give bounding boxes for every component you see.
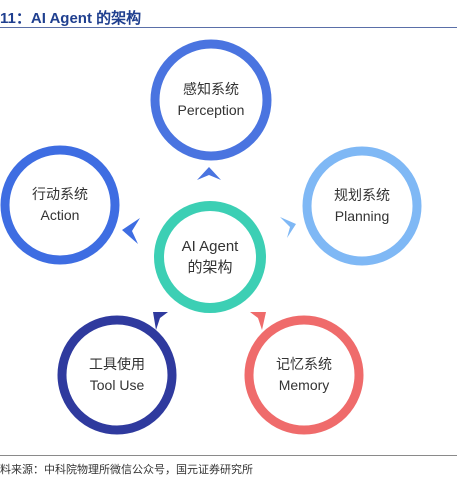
perception-label-zh: 感知系统	[183, 81, 239, 97]
tool-use-ring	[57, 315, 177, 435]
node-perception: 感知系统 Perception	[150, 39, 272, 161]
node-tool-use: 工具使用 Tool Use	[57, 315, 177, 435]
tool-use-label-en: Tool Use	[90, 377, 145, 393]
center-node: AI Agent 的架构	[154, 201, 266, 313]
planning-ring	[302, 146, 422, 266]
arrow-to-action	[122, 218, 140, 244]
footer-divider	[0, 455, 457, 456]
arrow-to-planning	[280, 217, 296, 238]
node-action: 行动系统 Action	[0, 145, 120, 265]
perception-ring	[150, 39, 272, 161]
action-ring	[0, 145, 120, 265]
source-note: 料来源：中科院物理所微信公众号，国元证券研究所	[0, 463, 253, 476]
memory-label-zh: 记忆系统	[276, 356, 332, 372]
planning-label-en: Planning	[335, 208, 390, 224]
arrow-to-memory	[250, 312, 266, 330]
center-label-line1: AI Agent	[182, 238, 240, 255]
center-label-line2: 的架构	[187, 259, 232, 276]
header-divider	[0, 27, 457, 28]
center-ring	[154, 201, 266, 313]
action-label-en: Action	[41, 207, 80, 223]
action-label-zh: 行动系统	[32, 186, 88, 202]
connector-arrows	[122, 167, 296, 330]
tool-use-label-zh: 工具使用	[89, 356, 145, 372]
arrow-to-perception	[197, 167, 221, 180]
memory-ring	[244, 315, 364, 435]
node-memory: 记忆系统 Memory	[244, 315, 364, 435]
memory-label-en: Memory	[279, 377, 330, 393]
planning-label-zh: 规划系统	[334, 187, 390, 203]
node-planning: 规划系统 Planning	[302, 146, 422, 266]
perception-label-en: Perception	[178, 102, 245, 118]
arrow-to-tool-use	[153, 312, 168, 330]
figure-title: 11：AI Agent 的架构	[0, 10, 142, 27]
